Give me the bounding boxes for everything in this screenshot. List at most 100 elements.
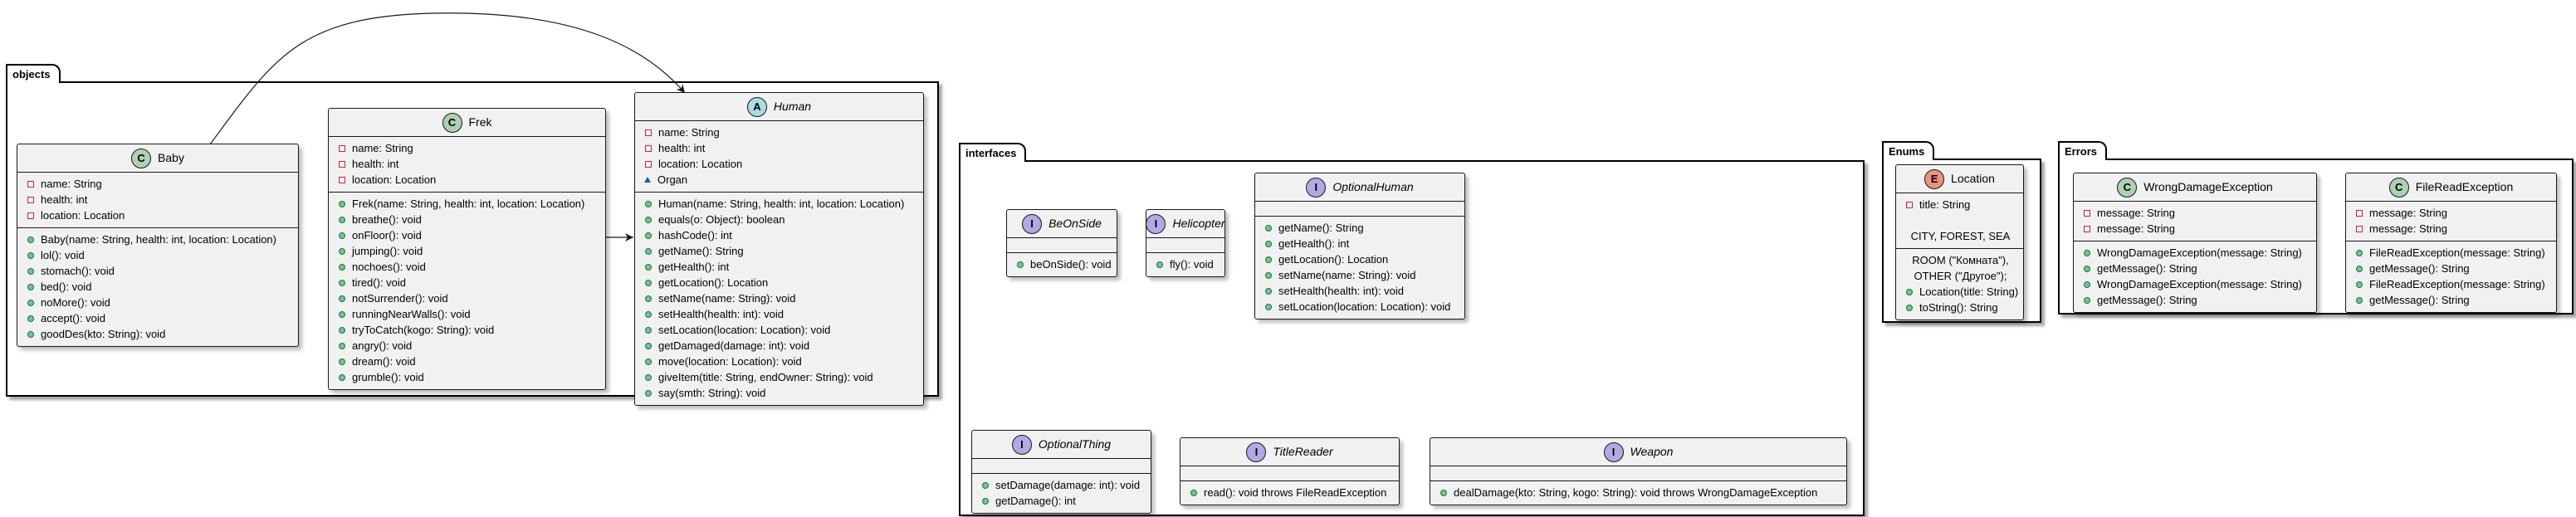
field-row: health: int bbox=[337, 156, 605, 172]
public-visibility-icon bbox=[1906, 304, 1913, 311]
public-visibility-icon bbox=[27, 267, 34, 275]
package-errors: Errors bbox=[2058, 141, 2574, 315]
fields-section bbox=[1146, 238, 1224, 252]
method-row: tryToCatch(kogo: String): void bbox=[337, 322, 605, 338]
method-text: getName(): String bbox=[1278, 222, 1364, 234]
class-name: Helicopter bbox=[1172, 217, 1225, 230]
method-row: toString(): String bbox=[1904, 300, 2023, 315]
method-row: getName(): String bbox=[643, 243, 923, 259]
method-row: Location(title: String) bbox=[1904, 284, 2023, 300]
method-text: equals(o: Object): boolean bbox=[658, 213, 785, 226]
public-visibility-icon bbox=[645, 310, 652, 318]
methods-section: read(): void throws FileReadException bbox=[1180, 480, 1399, 505]
method-row: grumble(): void bbox=[337, 369, 605, 385]
method-text: onFloor(): void bbox=[352, 229, 422, 241]
method-row: getName(): String bbox=[1264, 220, 1464, 236]
method-row: notSurrender(): void bbox=[337, 290, 605, 306]
method-text: getDamaged(damage: int): void bbox=[658, 339, 810, 352]
method-row: tired(): void bbox=[337, 275, 605, 290]
enum-constant: ROOM ("Комната"), bbox=[1912, 254, 2009, 266]
public-visibility-icon bbox=[339, 216, 345, 223]
method-row: equals(o: Object): boolean bbox=[643, 212, 923, 227]
class-name: OptionalThing bbox=[1038, 437, 1112, 451]
method-text: setHealth(health: int): void bbox=[1278, 285, 1405, 297]
private-visibility-icon bbox=[2356, 209, 2363, 217]
public-visibility-icon bbox=[339, 358, 345, 365]
method-row: WrongDamageException(message: String) bbox=[2082, 245, 2316, 261]
class-name: Location bbox=[1951, 172, 1995, 185]
method-row: beOnSide(): void bbox=[1015, 256, 1117, 272]
public-visibility-icon bbox=[645, 373, 652, 381]
method-text: Location(title: String) bbox=[1919, 285, 2019, 298]
public-visibility-icon bbox=[27, 330, 34, 338]
method-row: WrongDamageException(message: String) bbox=[2082, 276, 2316, 292]
public-visibility-icon bbox=[1017, 261, 1024, 268]
public-visibility-icon bbox=[2084, 265, 2090, 272]
method-text: setLocation(location: Location): void bbox=[658, 324, 831, 336]
private-visibility-icon bbox=[1906, 201, 1913, 208]
method-row: getLocation(): Location bbox=[643, 275, 923, 290]
method-row: nochoes(): void bbox=[337, 259, 605, 275]
package-objects-label: objects bbox=[6, 64, 61, 83]
method-text: move(location: Location): void bbox=[658, 355, 802, 368]
method-row: breathe(): void bbox=[337, 212, 605, 227]
private-visibility-icon bbox=[2084, 209, 2090, 217]
field-row: name: String bbox=[26, 176, 298, 192]
stereotype-badge-icon: A bbox=[746, 96, 767, 117]
public-visibility-icon bbox=[2356, 265, 2363, 272]
field-row: health: int bbox=[26, 192, 298, 207]
fields-section bbox=[1430, 466, 1846, 480]
method-text: setHealth(health: int): void bbox=[658, 308, 785, 320]
method-text: Frek(name: String, health: int, location… bbox=[352, 198, 585, 210]
private-visibility-icon bbox=[2084, 225, 2090, 232]
class-name: TitleReader bbox=[1273, 445, 1333, 458]
method-text: FileReadException(message: String) bbox=[2369, 246, 2545, 259]
method-text: getLocation(): Location bbox=[658, 276, 769, 289]
method-text: dealDamage(kto: String, kogo: String): v… bbox=[1454, 486, 1818, 499]
field-row: message: String bbox=[2354, 205, 2556, 221]
public-visibility-icon bbox=[27, 283, 34, 290]
class-name: Baby bbox=[158, 151, 184, 164]
public-visibility-icon bbox=[1265, 271, 1272, 279]
private-visibility-icon bbox=[27, 180, 34, 188]
stereotype-badge-icon: E bbox=[1924, 168, 1945, 189]
field-row: Organ bbox=[643, 172, 923, 188]
method-text: runningNearWalls(): void bbox=[352, 308, 471, 320]
fields-section bbox=[1255, 202, 1464, 216]
class-name: WrongDamageException bbox=[2143, 180, 2273, 193]
field-row: message: String bbox=[2082, 205, 2316, 221]
field-text: Organ bbox=[657, 173, 688, 186]
private-visibility-icon bbox=[339, 176, 345, 183]
fields-section bbox=[1180, 466, 1399, 480]
class-header: E Location bbox=[1896, 165, 2023, 193]
method-text: toString(): String bbox=[1919, 301, 1998, 314]
public-visibility-icon bbox=[1265, 240, 1272, 247]
method-text: breathe(): void bbox=[352, 213, 422, 226]
method-row: Frek(name: String, health: int, location… bbox=[337, 196, 605, 212]
class-name: BeOnSide bbox=[1048, 217, 1102, 230]
method-text: getMessage(): String bbox=[2097, 294, 2197, 306]
method-text: jumping(): void bbox=[352, 245, 423, 257]
field-text: location: Location bbox=[41, 209, 125, 222]
field-row: name: String bbox=[643, 124, 923, 140]
fields-section bbox=[1007, 238, 1117, 252]
stereotype-badge-icon: I bbox=[1603, 441, 1624, 462]
public-visibility-icon bbox=[1440, 489, 1447, 496]
methods-section: dealDamage(kto: String, kogo: String): v… bbox=[1430, 480, 1846, 505]
package-enums-label: Enums bbox=[1882, 141, 1935, 160]
